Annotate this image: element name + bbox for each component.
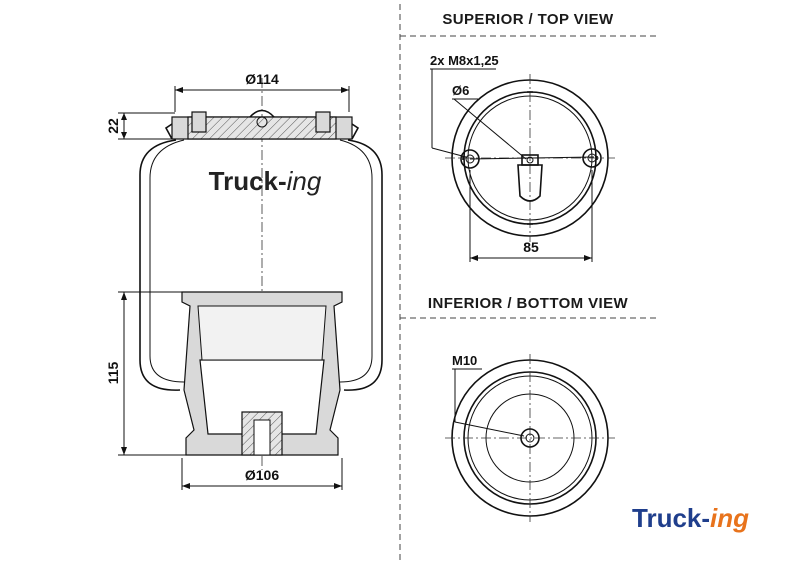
air-fitting-hole [256, 116, 268, 128]
dim-arrows [121, 113, 127, 139]
bottom-thread-hole [525, 433, 535, 443]
stud-right [582, 148, 602, 168]
top-stud-right [315, 111, 331, 133]
crimp-left [164, 123, 173, 140]
bellow-outline [139, 139, 383, 391]
stud-left-hole [465, 154, 475, 164]
top-plate-section [187, 116, 337, 140]
air-hole-label: Ø6 [452, 83, 469, 98]
leader-to-hole [454, 421, 525, 437]
dim-body-height: 115 [105, 291, 186, 456]
bellow-logo-text: Truck-ing [209, 166, 322, 196]
brand-logo-text: Truck-ing [632, 503, 749, 533]
piston-thread [253, 419, 271, 456]
air-inlet-fitting [517, 164, 543, 202]
bottom-diameter-label: Ø106 [245, 467, 279, 483]
leader-to-hole [453, 98, 527, 160]
bottom-thread-boss [520, 428, 540, 448]
dim-top-diameter: Ø114 [174, 71, 350, 112]
bottom-thread-label: M10 [452, 353, 477, 368]
stud-right-hole [587, 153, 597, 163]
leader-to-stud [431, 147, 467, 158]
side-view: Truck-ing Ø114 22 115 [105, 71, 383, 490]
plate-notches [462, 91, 598, 225]
top-height-label: 22 [105, 118, 121, 134]
air-fitting [249, 109, 275, 118]
top-view-title: SUPERIOR / TOP VIEW [442, 11, 614, 28]
air-inlet-hole [526, 156, 534, 164]
top-thread-label: 2x M8x1,25 [430, 53, 499, 68]
bellow-inner [149, 139, 373, 383]
bolt-spacing-label: 85 [523, 239, 539, 255]
brand-logo: Truck-ing [632, 503, 749, 533]
dim-top-height: 22 [105, 112, 175, 140]
piston [181, 291, 343, 456]
dim-bottom-diameter: Ø106 [181, 458, 343, 490]
top-diameter-label: Ø114 [245, 71, 279, 87]
body-height-label: 115 [105, 361, 121, 384]
bellow-logo: Truck-ing [209, 166, 322, 196]
top-stud-left [191, 111, 207, 133]
crimp-right [351, 123, 360, 140]
piston-upper [197, 305, 327, 361]
air-inlet-hex [521, 154, 539, 166]
bottom-view: INFERIOR / BOTTOM VIEW M10 [428, 295, 629, 522]
stud-left [460, 149, 480, 169]
top-plate [164, 109, 360, 140]
bottom-view-title: INFERIOR / BOTTOM VIEW [428, 295, 629, 312]
top-view: SUPERIOR / TOP VIEW 2x M8x1,25 Ø6 85 [430, 11, 615, 262]
